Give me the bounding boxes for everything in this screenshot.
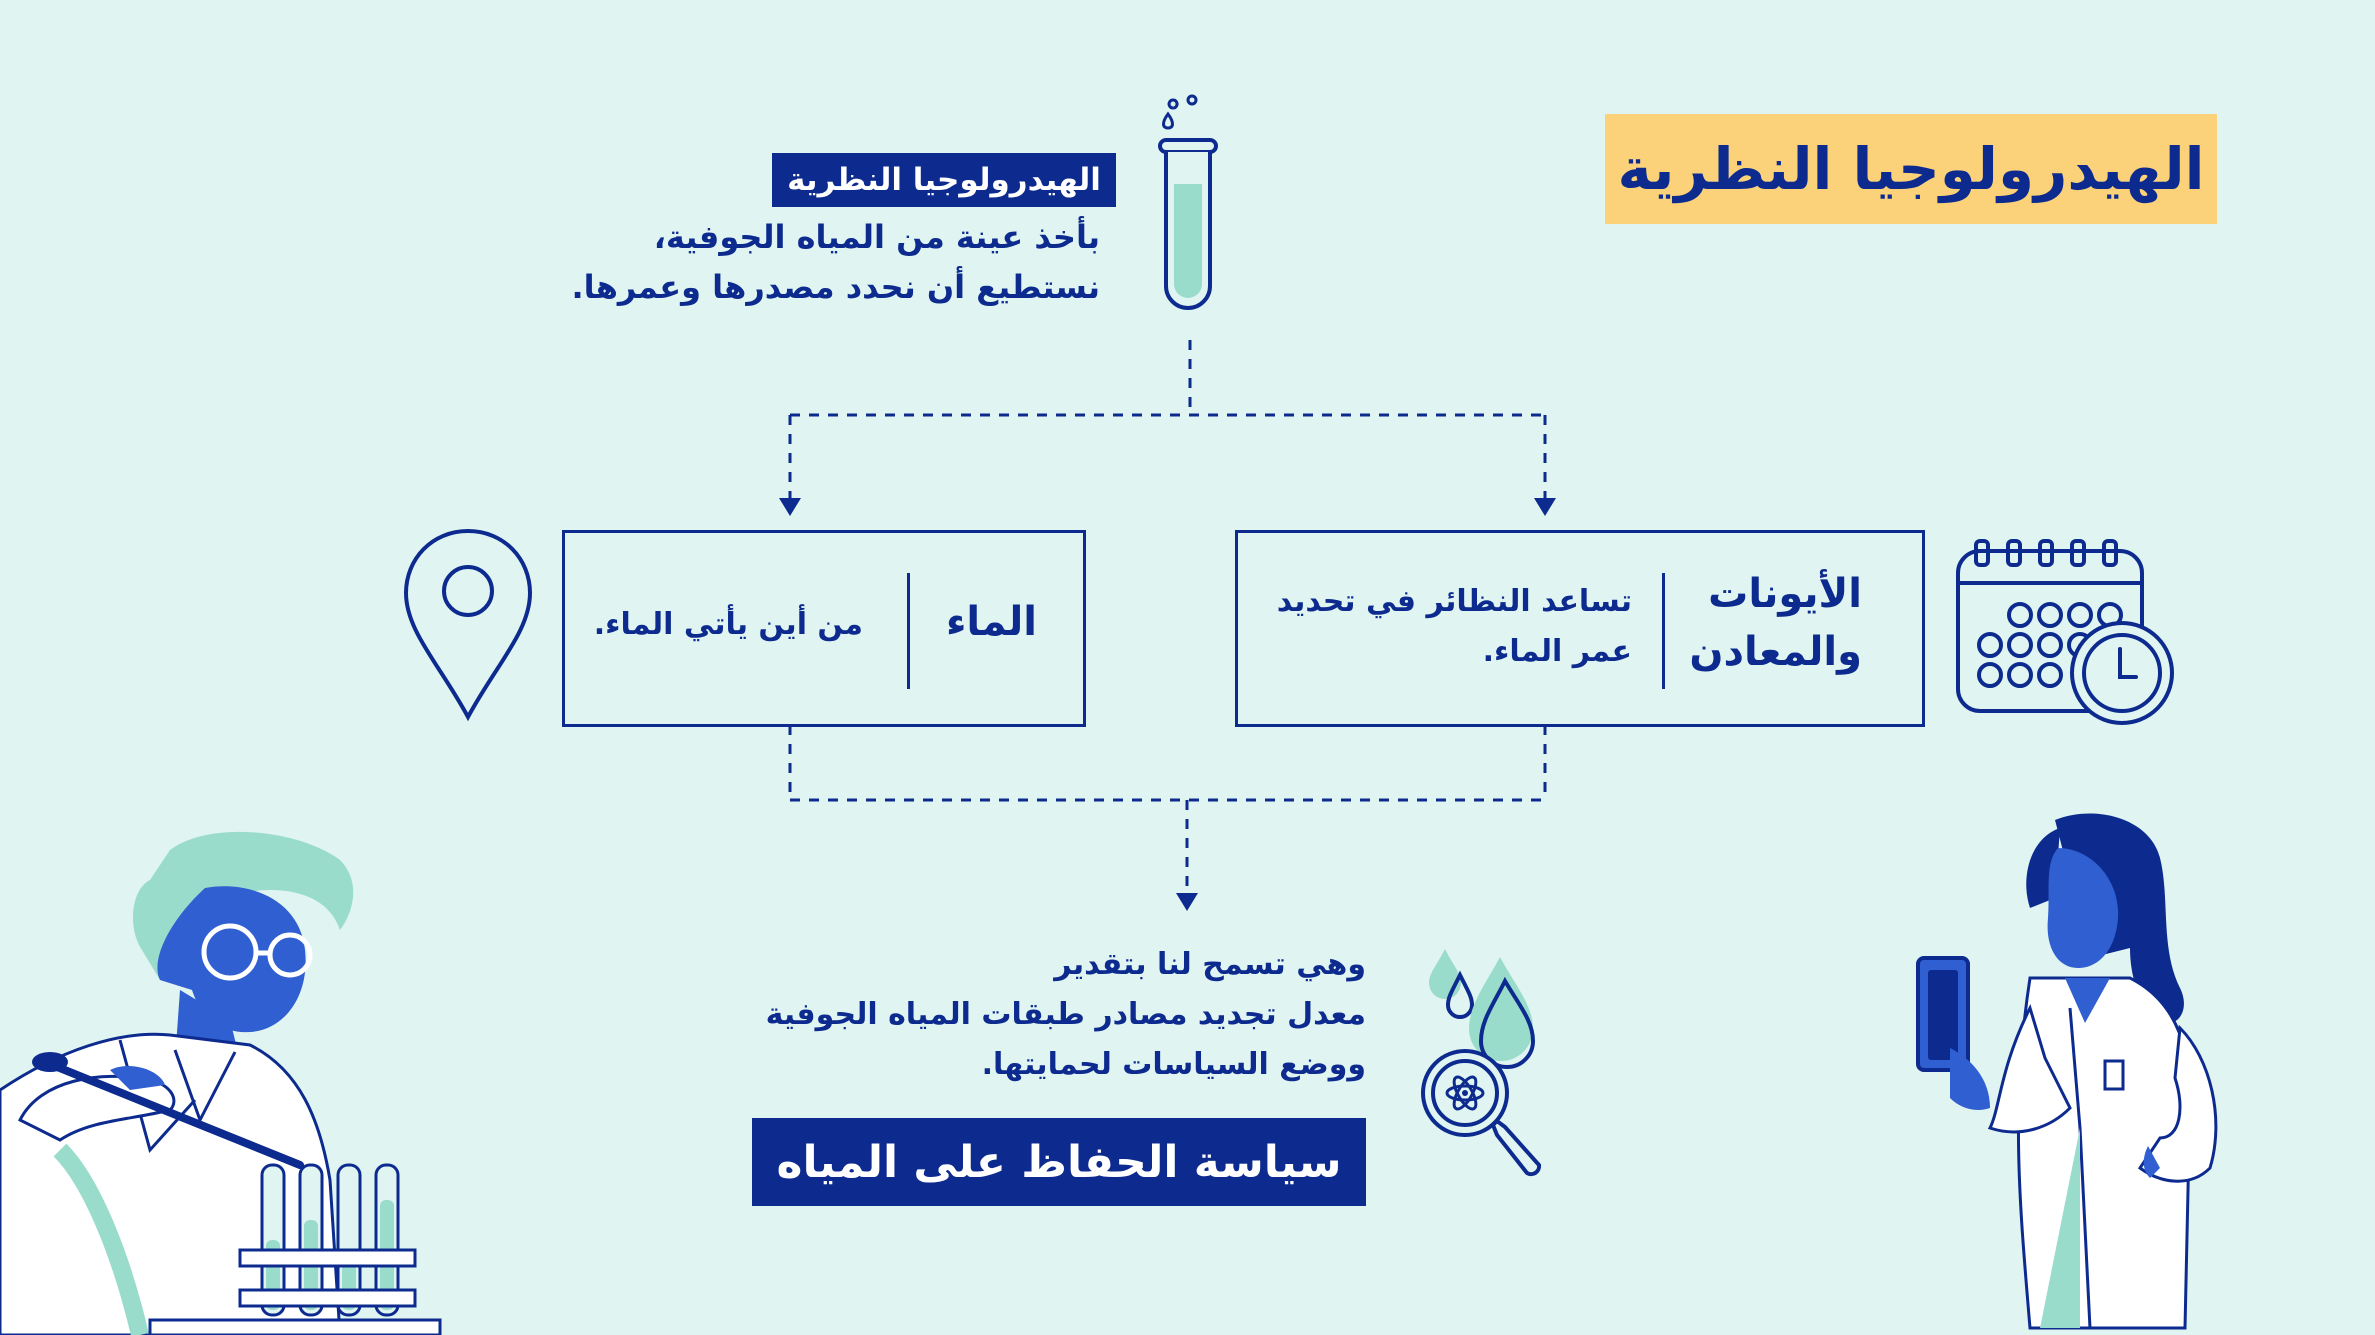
intro-line-2: نستطيع أن نحدد مصدرها وعمرها. <box>571 268 1100 306</box>
card-divider <box>907 573 910 689</box>
water-heading: الماء <box>945 599 1037 645</box>
conclusion-line-1: وهي تسمح لنا بتقدير <box>1054 947 1366 982</box>
water-drops-magnifier-icon <box>1421 949 1542 1177</box>
ions-heading-line-1: الأيونات <box>1708 571 1862 617</box>
ions-text: تساعد النظائر في تحديد عمر الماء. <box>1277 577 1632 677</box>
ions-text-line-1: تساعد النظائر في تحديد <box>1276 584 1632 619</box>
page-title: الهيدرولوجيا النظرية <box>1605 114 2217 224</box>
ions-heading: الأيونات والمعادن <box>1689 565 1862 681</box>
water-text: من أين يأتي الماء. <box>593 607 863 642</box>
conclusion-line-3: ووضع السياسات لحمايتها. <box>981 1047 1366 1082</box>
intro-tag: الهيدرولوجيا النظرية <box>772 153 1116 207</box>
intro-line-1: بأخذ عينة من المياه الجوفية، <box>653 218 1100 256</box>
water-card: الماء من أين يأتي الماء. <box>562 530 1086 727</box>
conclusion-text: وهي تسمح لنا بتقدير معدل تجديد مصادر طبق… <box>700 940 1366 1090</box>
location-pin-icon <box>403 528 533 722</box>
scientist-with-test-tubes <box>0 831 442 1335</box>
intro-text: بأخذ عينة من المياه الجوفية، نستطيع أن ن… <box>560 212 1100 312</box>
ions-heading-line-2: والمعادن <box>1689 629 1862 675</box>
conclusion-banner: سياسة الحفاظ على المياه <box>752 1118 1366 1206</box>
card-divider <box>1662 573 1665 689</box>
ions-minerals-card: الأيونات والمعادن تساعد النظائر في تحديد… <box>1235 530 1925 727</box>
calendar-clock-icon <box>1956 539 2174 725</box>
scientist-with-tablet <box>1916 813 2218 1330</box>
test-tube-icon <box>1158 94 1218 310</box>
conclusion-line-2: معدل تجديد مصادر طبقات المياه الجوفية <box>765 997 1366 1032</box>
ions-text-line-2: عمر الماء. <box>1482 634 1632 669</box>
